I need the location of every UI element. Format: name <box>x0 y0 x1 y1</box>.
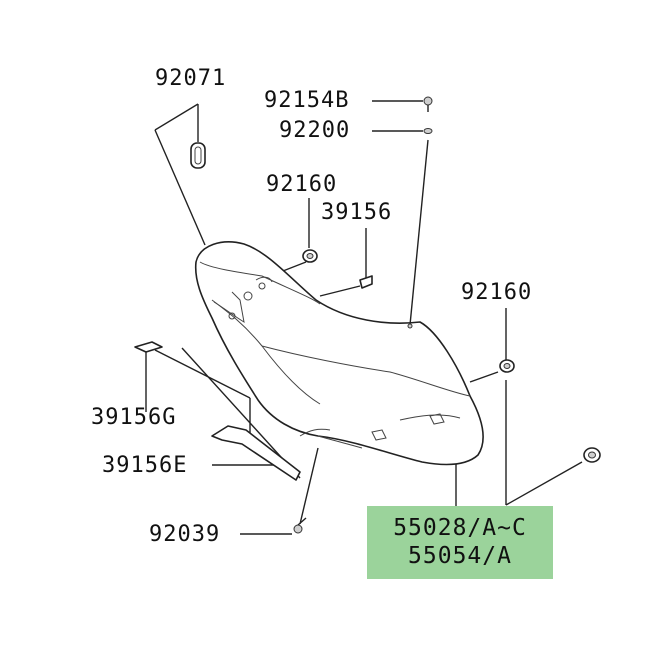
seat-55028 <box>194 241 484 466</box>
label-55028: 55028/A~C <box>393 515 527 541</box>
label-92160-right: 92160 <box>461 280 533 305</box>
main-part-highlight: 55028/A~C 55054/A <box>367 506 553 579</box>
grommet-92071 <box>190 142 206 169</box>
hardware-parts <box>134 96 601 534</box>
label-92200: 92200 <box>279 118 351 143</box>
bolt-92154b <box>423 96 433 106</box>
label-55054: 55054/A <box>408 543 512 569</box>
bracket-39156e <box>211 425 301 481</box>
pad-39156 <box>359 275 373 289</box>
label-92071: 92071 <box>155 66 227 91</box>
label-92160-top: 92160 <box>266 172 338 197</box>
label-92039: 92039 <box>149 522 221 547</box>
label-39156e: 39156E <box>102 453 188 478</box>
pad-39156g <box>134 341 163 353</box>
label-39156g: 39156G <box>91 405 177 430</box>
label-39156: 39156 <box>321 200 393 225</box>
washer-92200 <box>423 128 433 134</box>
label-92154b: 92154B <box>264 88 350 113</box>
leader-lines <box>145 100 583 535</box>
screw-92039 <box>293 524 303 534</box>
